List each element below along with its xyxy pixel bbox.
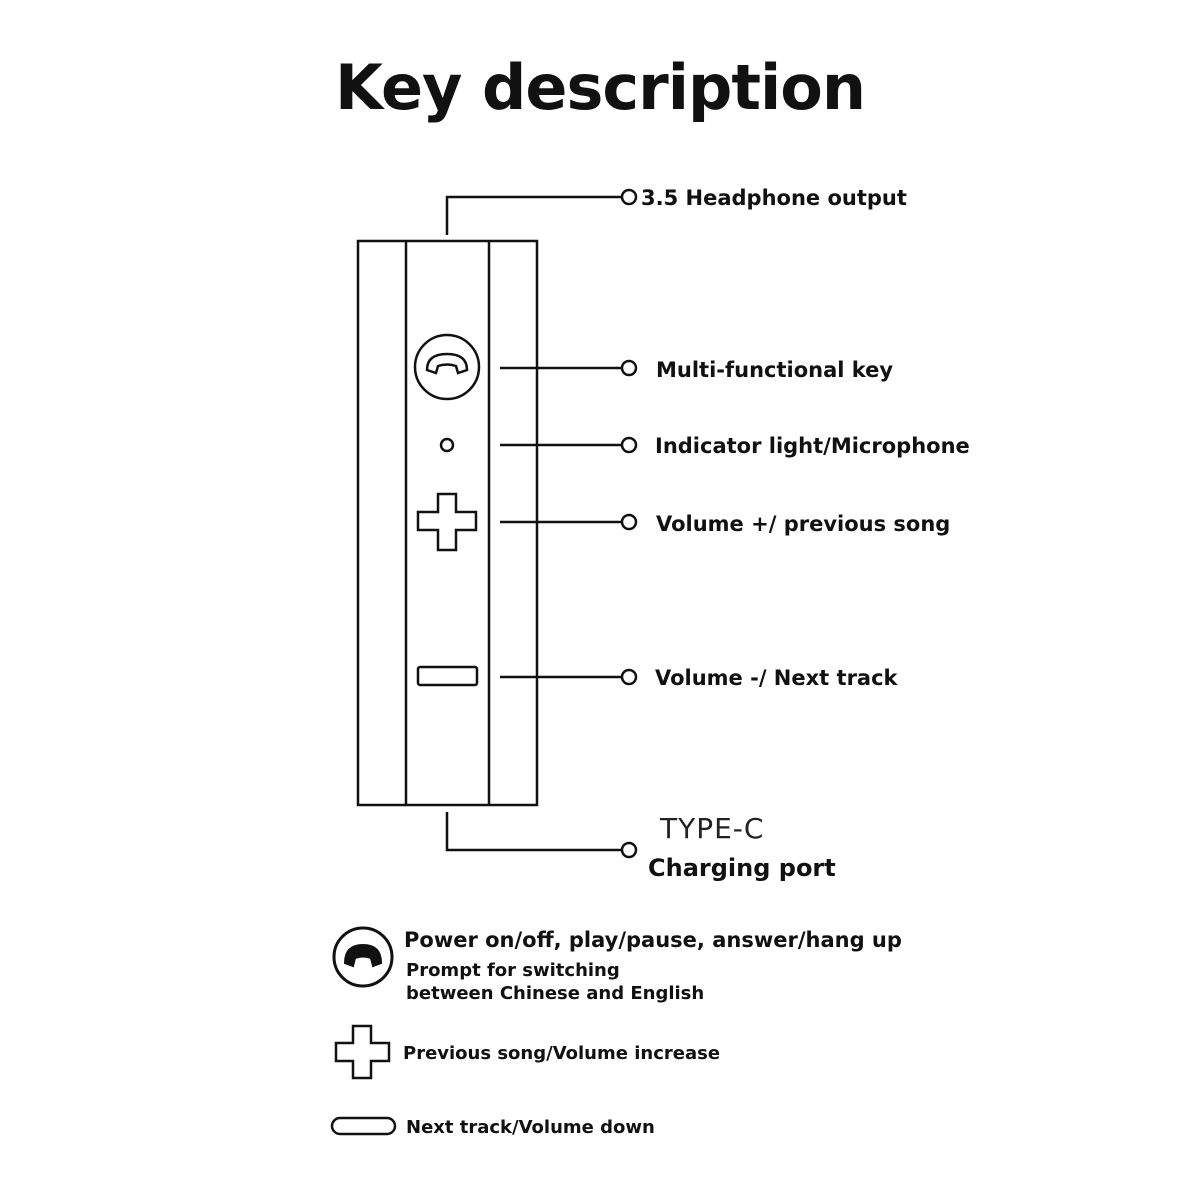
legend-phone-text: Power on/off, play/pause, answer/hang up [404,928,902,952]
volume-down-label: Volume -/ Next track [655,666,898,690]
headphone-leader-dot [620,188,638,206]
headphone-output-label: 3.5 Headphone output [641,186,907,210]
multifunction-key-ring [413,333,481,401]
plus-icon[interactable] [416,492,478,552]
charging-port-label: Charging port [648,854,836,882]
charging-leader-dot [620,841,638,859]
multifunction-leader-dot [620,359,638,377]
type-c-label: TYPE-C [660,812,765,845]
volume-up-label: Volume +/ previous song [656,512,951,536]
multifunction-key-label: Multi-functional key [656,358,894,382]
headphone-leader-line [445,195,622,235]
indicator-dot-icon [439,437,455,453]
minus-icon[interactable] [416,665,479,687]
legend-phone-subtext-1: Prompt for switching [406,960,620,981]
volume-down-leader-dot [620,668,638,686]
phone-icon [425,352,469,375]
indicator-leader-dot [620,436,638,454]
legend-minus-icon [330,1116,397,1136]
indicator-light-label: Indicator light/Microphone [655,434,970,458]
legend-plus-icon [334,1024,391,1080]
legend-plus-text: Previous song/Volume increase [403,1043,721,1064]
volume-up-leader-dot [620,513,638,531]
legend-phone-subtext-2: between Chinese and English [406,983,705,1004]
legend-minus-text: Next track/Volume down [406,1117,655,1138]
diagram-title: Key description [335,51,866,124]
legend-phone-icon [332,926,394,988]
multifunction-key[interactable] [413,333,481,401]
charging-leader-line [445,812,622,852]
